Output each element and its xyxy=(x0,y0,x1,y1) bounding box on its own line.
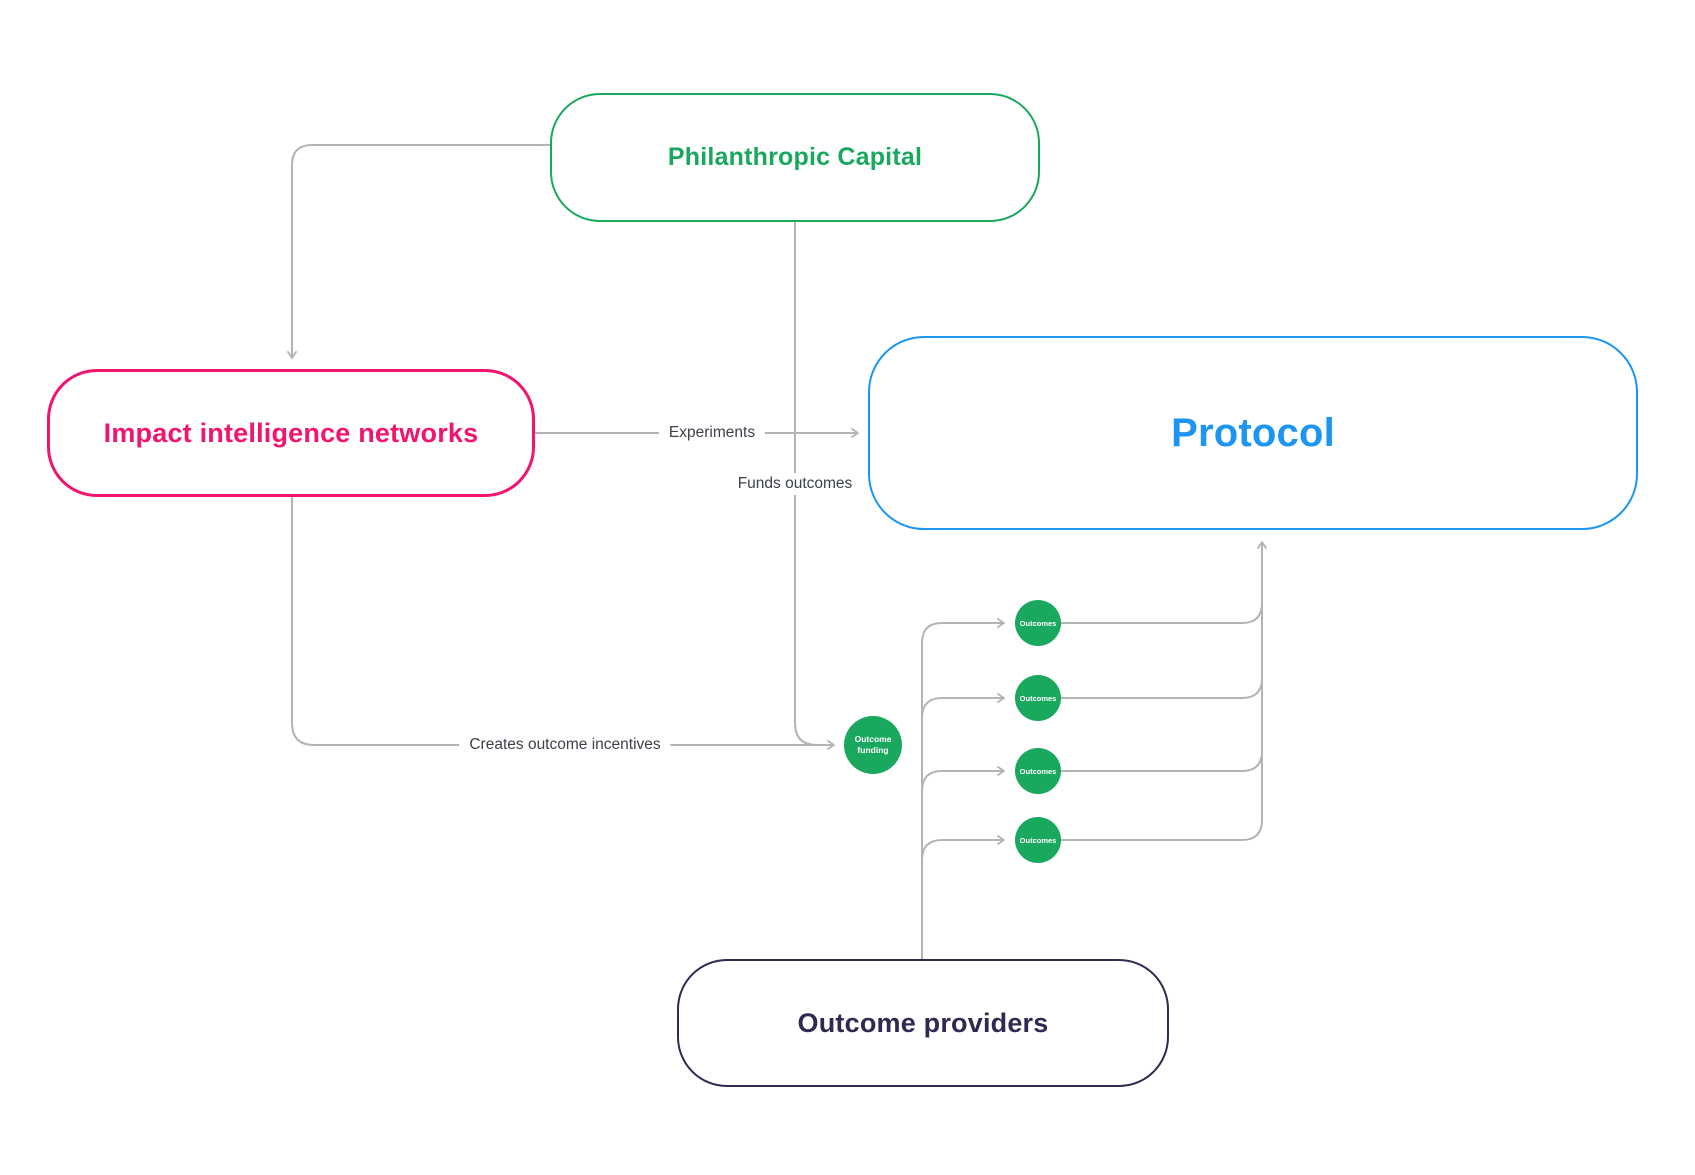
edge-op-to-outcome-2 xyxy=(921,693,1005,959)
edge-outcome-1-to-protocol xyxy=(1061,602,1263,624)
node-outcome-providers: Outcome providers xyxy=(677,959,1169,1087)
node-impact-intelligence-networks-label: Impact intelligence networks xyxy=(103,417,479,448)
badge-outcomes-1: Outcomes xyxy=(1015,600,1061,646)
node-impact-intelligence-networks: Impact intelligence networks xyxy=(47,369,535,497)
edge-label-funds-outcomes: Funds outcomes xyxy=(727,473,863,495)
edge-op-to-outcome-3 xyxy=(921,766,1005,959)
badge-outcomes-4-label: Outcomes xyxy=(1019,835,1057,845)
edge-outcome-2-to-protocol xyxy=(1061,677,1263,699)
edge-creates-incentives xyxy=(291,497,835,750)
badge-outcomes-2-label: Outcomes xyxy=(1019,693,1057,703)
badge-outcome-funding: Outcome funding xyxy=(844,716,902,774)
node-protocol-label: Protocol xyxy=(1171,410,1335,455)
badge-outcomes-3: Outcomes xyxy=(1015,748,1061,794)
node-protocol: Protocol xyxy=(868,336,1638,530)
node-philanthropic-capital: Philanthropic Capital xyxy=(550,93,1040,222)
node-outcome-providers-label: Outcome providers xyxy=(797,1007,1049,1038)
edge-outcome-3-to-protocol xyxy=(1061,750,1263,772)
badge-outcomes-2: Outcomes xyxy=(1015,675,1061,721)
badge-outcomes-4: Outcomes xyxy=(1015,817,1061,863)
edge-label-creates-outcome-incentives: Creates outcome incentives xyxy=(459,734,671,756)
edge-label-experiments: Experiments xyxy=(658,422,766,444)
edge-pc-to-iin xyxy=(287,144,550,359)
badge-outcome-funding-label: Outcome funding xyxy=(854,733,892,755)
badge-outcomes-3-label: Outcomes xyxy=(1019,766,1057,776)
edge-outcome-4-to-protocol xyxy=(1061,541,1267,841)
edge-op-to-outcome-1 xyxy=(921,618,1005,959)
badge-outcomes-1-label: Outcomes xyxy=(1019,618,1057,628)
node-philanthropic-capital-label: Philanthropic Capital xyxy=(667,143,923,171)
edge-op-to-outcome-4 xyxy=(921,835,1005,959)
